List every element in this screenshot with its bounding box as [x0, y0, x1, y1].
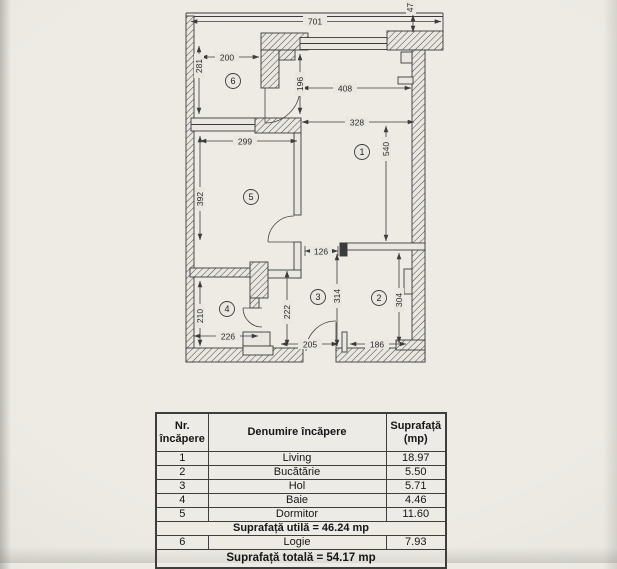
- room-marker-4: 4: [219, 301, 235, 317]
- room-areas-table: Nr. încăpere Denumire încăpere Suprafață…: [155, 412, 447, 569]
- entrance-threshold: [242, 345, 274, 356]
- dim-label-210: 210: [195, 309, 205, 323]
- dim-label-226: 226: [221, 332, 235, 342]
- wall-top-middle-step: [278, 49, 296, 61]
- wall-hall-bath: [267, 269, 302, 279]
- table-row: 5 Dormitor 11.60: [155, 507, 447, 522]
- svg-text:1: 1: [359, 147, 364, 157]
- cell-nr: 2: [155, 465, 209, 480]
- dim-label-196: 196: [295, 77, 305, 91]
- dim-label-304: 304: [394, 293, 404, 307]
- cell-name: Dormitor: [207, 507, 387, 522]
- table-row: 3 Hol 5.71: [155, 479, 447, 494]
- wall-right-column: [411, 49, 426, 363]
- wall-bottom-corner-chunk: [395, 339, 426, 351]
- table-row: 2 Bucătărie 5.50: [155, 465, 447, 480]
- table-row: 6 Logie 7.93: [155, 535, 447, 550]
- windows: [190, 37, 388, 132]
- room-marker-6: 6: [225, 73, 241, 89]
- cell-nr: 6: [155, 535, 209, 550]
- header-suprafata: Suprafață (mp): [385, 412, 447, 452]
- cell-name: Bucătărie: [207, 465, 387, 480]
- dim-label-701: 701: [308, 17, 322, 27]
- room-marker-1: 1: [354, 144, 370, 160]
- dim-label-328: 328: [350, 118, 364, 128]
- floor-plan-drawing: 701 47 200 281 196 408 328 540 299 392 1…: [185, 0, 444, 363]
- wall-hall-kitchen-top: [339, 242, 426, 251]
- dim-label-126: 126: [314, 247, 328, 257]
- subtotal-text: Suprafață utilă = 46.24 mp: [155, 521, 447, 536]
- wall-bath-pillar-step: [249, 297, 260, 309]
- dim-label-408: 408: [338, 84, 352, 94]
- cell-name: Baie: [207, 493, 387, 508]
- wall-bath-top: [189, 267, 253, 278]
- cell-area: 5.50: [385, 465, 447, 480]
- header-nr-line1: Nr.: [174, 419, 190, 432]
- total-row: Suprafață totală = 54.17 mp: [155, 549, 447, 569]
- bedroom-door: [267, 215, 295, 243]
- svg-text:2: 2: [376, 293, 381, 303]
- dim-label-540: 540: [381, 142, 391, 156]
- cell-nr: 5: [155, 507, 209, 522]
- cell-name: Logie: [207, 535, 387, 550]
- dim-label-205: 205: [303, 340, 317, 350]
- dim-label-314: 314: [332, 289, 342, 303]
- wall-top-right-block: [386, 30, 444, 51]
- dim-label-200: 200: [220, 53, 234, 63]
- dim-label-222: 222: [282, 305, 292, 319]
- header-nr-line2: încăpere: [159, 432, 205, 445]
- cell-name: Hol: [207, 479, 387, 494]
- header-suprafata-line2: (mp): [403, 432, 428, 445]
- dimension-labels: 701 47 200 281 196 408 328 540 299 392 1…: [194, 0, 416, 350]
- dim-label-299: 299: [238, 137, 252, 147]
- door-jamb-tick-top: [339, 242, 348, 257]
- room-marker-2: 2: [371, 290, 387, 306]
- cell-nr: 3: [155, 479, 209, 494]
- radiator-tab: [397, 76, 414, 85]
- cell-area: 7.93: [385, 535, 447, 550]
- wall-bath-pillar: [249, 261, 269, 299]
- cell-area: 5.71: [385, 479, 447, 494]
- wall-bedroom-right: [293, 132, 302, 216]
- bath-threshold-step: [242, 331, 271, 347]
- bath-door: [242, 307, 263, 328]
- subtotal-row: Suprafață utilă = 46.24 mp: [155, 521, 447, 536]
- room-markers: 6 1 5 4 3 2: [219, 73, 387, 317]
- svg-text:6: 6: [230, 76, 235, 86]
- table-row: 4 Baie 4.46: [155, 493, 447, 508]
- cell-name: Living: [207, 451, 387, 466]
- cell-area: 18.97: [385, 451, 447, 466]
- cell-area: 4.46: [385, 493, 447, 508]
- cell-area: 11.60: [385, 507, 447, 522]
- table-header-row: Nr. încăpere Denumire încăpere Suprafață…: [155, 412, 447, 452]
- dim-label-47: 47: [405, 3, 415, 13]
- header-suprafata-line1: Suprafață: [390, 419, 442, 432]
- table-row: 1 Living 18.97: [155, 451, 447, 466]
- header-denumire: Denumire încăpere: [207, 412, 387, 452]
- room-marker-3: 3: [310, 289, 326, 305]
- kitchen-door-leaf-bar: [341, 331, 348, 353]
- kitchen-window-niche: [403, 268, 413, 295]
- dim-label-186: 186: [370, 340, 384, 350]
- svg-text:4: 4: [224, 304, 229, 314]
- living-wall-niche: [400, 51, 413, 64]
- wall-top-middle-leg: [260, 49, 280, 89]
- dim-label-281: 281: [194, 59, 204, 73]
- dim-label-392: 392: [195, 192, 205, 206]
- svg-text:5: 5: [248, 192, 253, 202]
- cell-nr: 4: [155, 493, 209, 508]
- svg-text:3: 3: [315, 292, 320, 302]
- header-nr: Nr. încăpere: [155, 412, 209, 452]
- cell-nr: 1: [155, 451, 209, 466]
- total-text: Suprafață totală = 54.17 mp: [155, 549, 447, 569]
- room-marker-5: 5: [243, 189, 259, 205]
- wall-left: [185, 15, 195, 363]
